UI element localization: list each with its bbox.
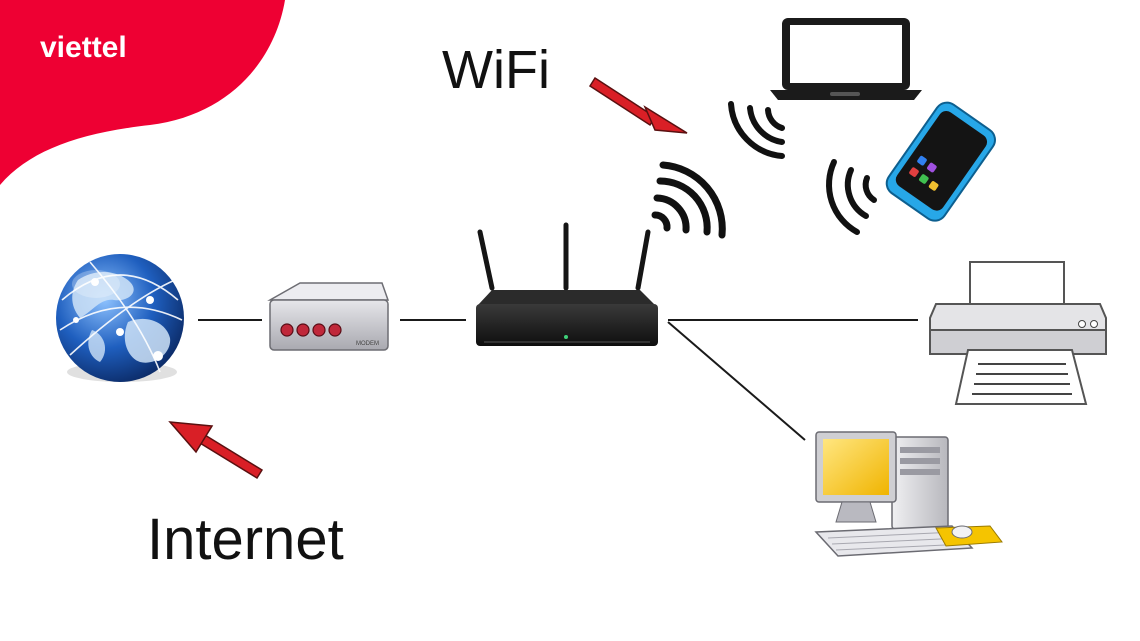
printer-icon: [929, 261, 1107, 405]
internet-label: Internet: [147, 507, 344, 572]
desktop-computer-icon: [814, 431, 1003, 557]
phone-wifi-signal-icon: [826, 159, 877, 235]
brand-logo: viettel: [0, 0, 285, 185]
wifi-label: WiFi: [442, 40, 550, 100]
internet-arrow-icon: [168, 421, 264, 480]
wifi-arrow-icon: [588, 76, 688, 134]
wifi-router-icon: [476, 222, 658, 346]
modem-tag: MODEM: [356, 341, 379, 347]
smartphone-icon: [885, 101, 996, 222]
globe-icon: [56, 254, 184, 382]
laptop-wifi-signal-icon: [728, 101, 785, 159]
laptop-icon: [770, 18, 922, 100]
modem-icon: MODEM: [267, 282, 390, 351]
router-wifi-signal-icon: [651, 161, 726, 239]
line-router-desktop: [667, 321, 806, 441]
connection-lines: [198, 319, 918, 441]
brand-name: viettel: [40, 31, 127, 64]
